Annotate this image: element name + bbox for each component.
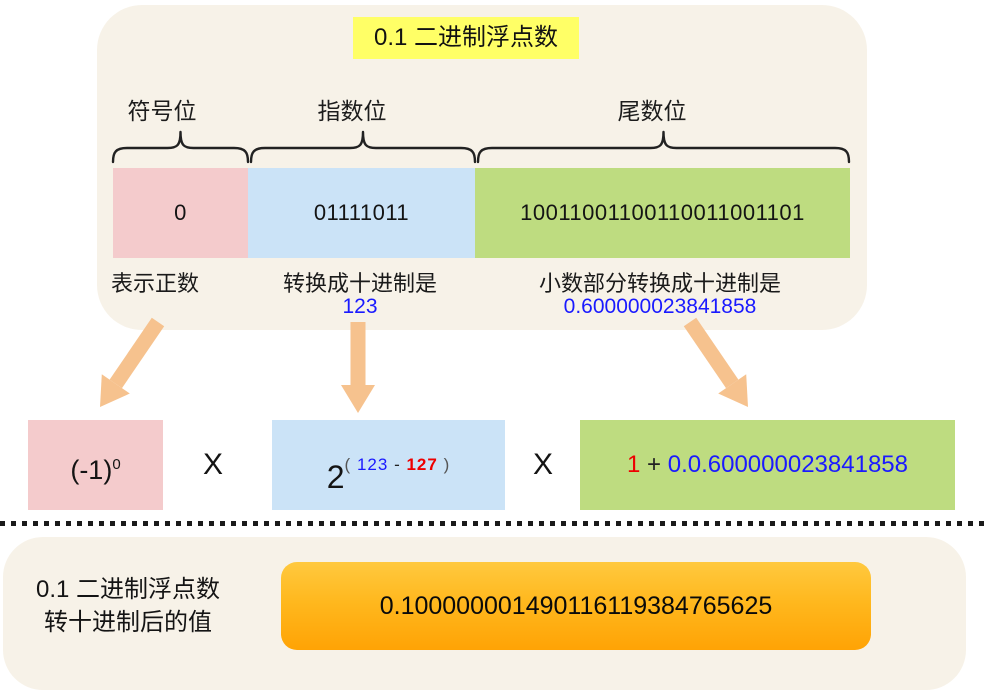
sign-bit-box: 0	[113, 168, 248, 258]
mantissa-note: 小数部分转换成十进制是	[538, 271, 781, 296]
exponent-bits-label: 指数位	[317, 98, 387, 124]
mantissa-bits-label: 尾数位	[617, 98, 687, 124]
multiply-sign-2: X	[532, 448, 553, 481]
mantissa-brace	[476, 130, 851, 164]
arrow-group	[100, 317, 748, 413]
close-paren: )	[443, 455, 451, 474]
exponent-note: 转换成十进制是	[282, 271, 437, 296]
sign-term-exponent: 0	[112, 456, 121, 473]
sign-term-base: (-1)	[70, 455, 113, 485]
diagram-title: 0.1 二进制浮点数	[353, 17, 579, 59]
mantissa-bits-box: 10011001100110011001101	[475, 168, 850, 258]
result-value-box: 0.100000001490116119384765625	[281, 562, 871, 650]
multiply-sign-1: X	[202, 448, 223, 481]
exponent-decimal-value: 123	[342, 295, 378, 318]
mantissa-decimal-value: 0.600000023841858	[563, 295, 757, 318]
sign-note: 表示正数	[110, 271, 199, 296]
plus-sign: +	[647, 451, 662, 478]
top-panel	[97, 5, 867, 330]
exponent-term-box: 2( 123 - 127 )	[272, 420, 505, 510]
mantissa-term-box: 1 + 0.0.600000023841858	[580, 420, 955, 510]
exponent-brace	[249, 130, 477, 164]
biased-exponent: 123	[356, 455, 389, 474]
mantissa-fraction: 0.0.600000023841858	[667, 451, 908, 478]
sign-term-box: (-1)0	[28, 420, 163, 510]
arrow-down-icon	[341, 322, 375, 413]
result-label-line2: 转十进制后的值	[44, 609, 212, 636]
open-paren: (	[344, 455, 352, 474]
arrow-down-left-icon	[100, 317, 165, 407]
brace-group	[111, 130, 851, 164]
dotted-separator	[0, 521, 987, 526]
arrow-down-right-icon	[683, 317, 748, 407]
exponent-term-base: 2	[326, 459, 345, 495]
implicit-one: 1	[627, 451, 641, 478]
exponent-bits-box: 01111011	[248, 168, 475, 258]
exponent-bias: 127	[406, 455, 438, 474]
sign-brace	[111, 130, 250, 164]
sign-bit-label: 符号位	[127, 98, 197, 124]
minus-sign: -	[394, 455, 401, 474]
result-label-line1: 0.1 二进制浮点数	[35, 576, 221, 603]
result-label: 0.1 二进制浮点数 转十进制后的值	[18, 573, 238, 639]
